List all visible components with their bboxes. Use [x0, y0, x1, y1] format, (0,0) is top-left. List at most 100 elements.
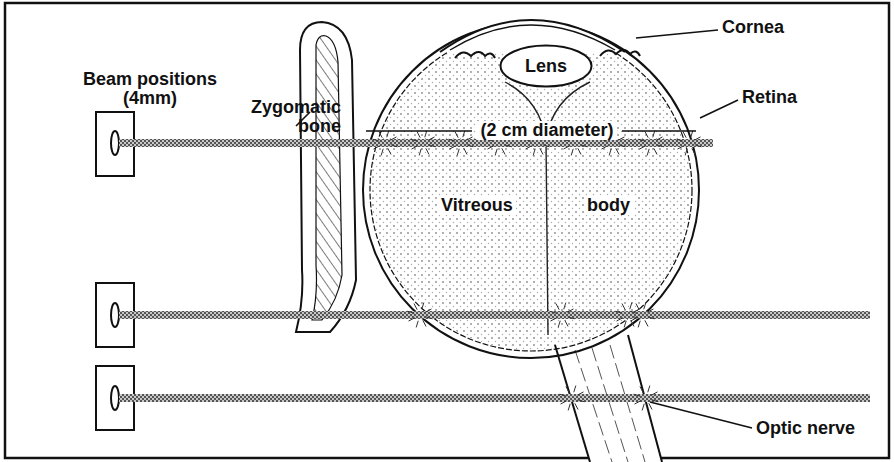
burst-stroke — [423, 320, 426, 326]
burst-stroke — [574, 386, 576, 393]
burst-stroke — [644, 303, 646, 310]
burst-stroke — [654, 148, 657, 154]
cornea-label: Cornea — [722, 18, 784, 37]
burst-stroke — [411, 139, 418, 141]
burst-stroke — [648, 317, 655, 319]
burst-stroke — [575, 403, 578, 409]
retina-label: Retina — [742, 88, 797, 107]
vitreous-shading — [371, 30, 691, 350]
burst-stroke — [564, 303, 566, 310]
burst-stroke — [464, 148, 467, 154]
bone-label: Zygomatic bone — [236, 98, 341, 136]
vitreous-divide — [505, 82, 590, 335]
burst-stroke — [581, 145, 588, 147]
burst-stroke — [657, 145, 664, 147]
burst-stroke — [564, 146, 570, 149]
burst-stroke — [391, 145, 398, 147]
burst-stroke — [568, 317, 575, 319]
burst-stroke — [419, 149, 421, 156]
burst-stroke — [467, 145, 474, 147]
burst-stroke — [374, 146, 380, 149]
burst-stroke — [649, 403, 652, 409]
burst-stroke — [622, 304, 625, 310]
burst-stroke — [551, 318, 557, 321]
burst-stroke — [561, 401, 567, 404]
burst-stroke — [571, 149, 573, 156]
burst-stroke — [556, 304, 559, 310]
vitreous-label: body — [584, 196, 633, 215]
burst-stroke — [645, 132, 648, 138]
burst-stroke — [652, 400, 659, 402]
burst-stroke — [683, 132, 686, 138]
burst-stroke — [692, 148, 695, 154]
leader-line — [296, 30, 752, 428]
zygomatic-bone — [296, 22, 356, 332]
burst-stroke — [638, 321, 640, 328]
burst-stroke — [426, 317, 433, 319]
burst-stroke — [616, 148, 619, 154]
burst-stroke — [634, 317, 641, 319]
burst-stroke — [505, 145, 512, 147]
burst-stroke — [631, 320, 634, 326]
burst-stroke — [645, 320, 648, 326]
burst-stroke — [695, 145, 702, 147]
burst-stroke — [568, 404, 570, 411]
burst-stroke — [616, 311, 623, 313]
retina-layer — [370, 29, 692, 351]
burst-stroke — [656, 137, 662, 140]
burst-stroke — [428, 137, 434, 140]
burst-stroke — [381, 149, 383, 156]
burst-stroke — [639, 139, 646, 141]
burst-stroke — [408, 311, 415, 313]
burst-stroke — [422, 303, 424, 310]
burst-stroke — [417, 132, 420, 138]
sclera — [363, 22, 699, 358]
burst-stroke — [457, 149, 459, 156]
burst-stroke — [429, 145, 436, 147]
burst-stroke — [412, 146, 418, 149]
burst-stroke — [617, 318, 623, 321]
burst-stroke — [566, 387, 569, 393]
beam-source — [96, 112, 134, 430]
burst-stroke — [636, 304, 639, 310]
burst-stroke — [414, 304, 417, 310]
burst-stroke — [409, 318, 415, 321]
burst-stroke — [449, 139, 456, 141]
burst-stroke — [602, 146, 608, 149]
lens-node: Lens — [499, 44, 593, 88]
burst-stroke — [635, 401, 641, 404]
burst-stroke — [373, 139, 380, 141]
burst-stroke — [390, 137, 396, 140]
burst-stroke — [526, 146, 532, 149]
burst-stroke — [609, 149, 611, 156]
frame — [5, 3, 889, 458]
vitreous-label: Vitreous — [438, 196, 516, 215]
burst-stroke — [640, 146, 646, 149]
burst-stroke — [379, 132, 382, 138]
part-label: Lens — [525, 56, 567, 76]
burst-stroke — [619, 145, 626, 147]
dimension-label: (2 cm diameter) — [477, 121, 616, 140]
burst-stroke — [633, 309, 639, 312]
burst-stroke — [426, 148, 429, 154]
burst-stroke — [634, 394, 641, 396]
burst-stroke — [577, 392, 583, 395]
burst-stroke — [567, 309, 573, 312]
burst-stroke — [685, 149, 687, 156]
burst-stroke — [495, 149, 497, 156]
burst-stroke — [540, 148, 543, 154]
burst-stroke — [450, 146, 456, 149]
burst-stroke — [678, 146, 684, 149]
burst-stroke — [648, 386, 650, 393]
burst-stroke — [624, 321, 626, 328]
burst-stroke — [642, 404, 644, 411]
burst-stroke — [618, 137, 624, 140]
nerve-label: Optic nerve — [756, 419, 855, 438]
burst-stroke — [502, 148, 505, 154]
burst-stroke — [640, 387, 643, 393]
burst-stroke — [565, 320, 568, 326]
burst-stroke — [488, 146, 494, 149]
burst-stroke — [560, 394, 567, 396]
burst-stroke — [630, 303, 632, 310]
